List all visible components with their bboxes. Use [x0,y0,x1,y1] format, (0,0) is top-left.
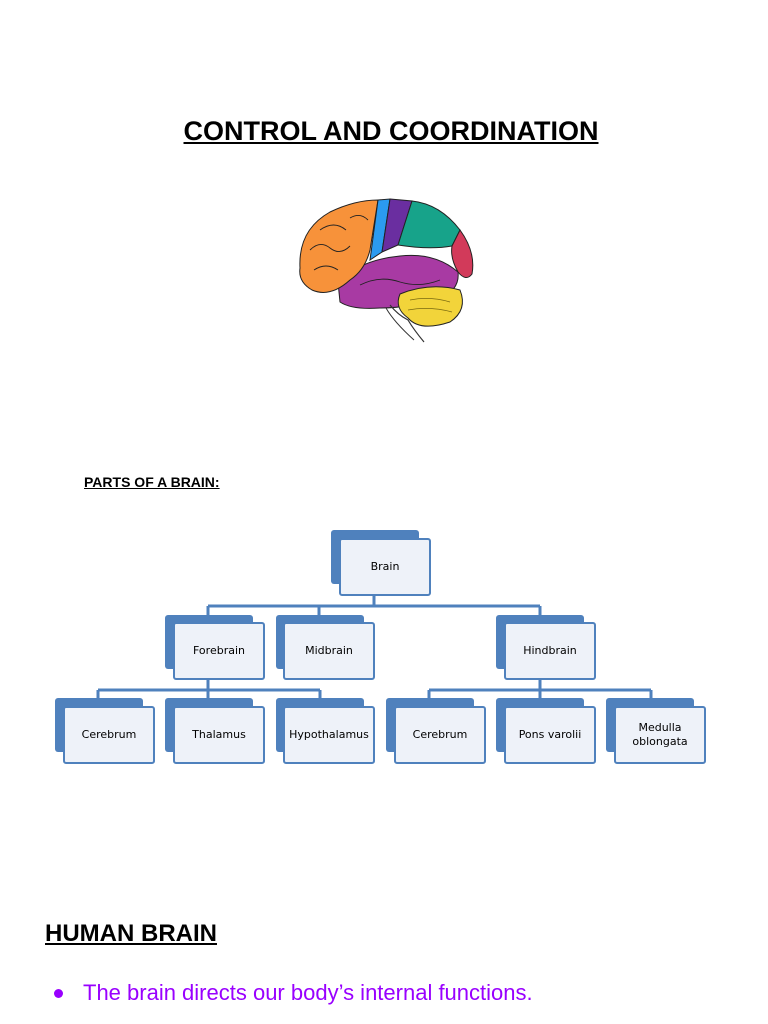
node-thalamus: Thalamus [173,706,265,764]
node-cerebrum-hind: Cerebrum [394,706,486,764]
bullet-text: The brain directs our body’s internal fu… [83,980,533,1005]
list-item: The brain directs our body’s internal fu… [54,980,533,1006]
node-medulla-oblongata: Medulla oblongata [614,706,706,764]
node-hindbrain: Hindbrain [504,622,596,680]
brain-hierarchy-chart: Brain Forebrain Midbrain Hindbrain Cereb… [0,520,768,780]
node-forebrain: Forebrain [173,622,265,680]
parts-of-brain-label: PARTS OF A BRAIN: [84,474,220,490]
node-brain: Brain [339,538,431,596]
brain-lobes-icon [299,198,474,343]
page-title: CONTROL AND COORDINATION [183,116,599,146]
node-cerebrum-fore: Cerebrum [63,706,155,764]
bullet-icon [54,988,63,998]
node-pons-varolii: Pons varolii [504,706,596,764]
section-heading-human-brain: HUMAN BRAIN [45,920,217,947]
node-midbrain: Midbrain [283,622,375,680]
node-hypothalamus: Hypothalamus [283,706,375,764]
